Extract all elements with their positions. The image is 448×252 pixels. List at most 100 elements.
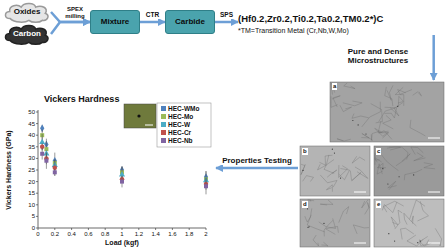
tick-label: 5 [32, 213, 35, 220]
edge-label: CTR [145, 12, 160, 19]
grain-boundary [410, 120, 425, 136]
y-tick [36, 193, 38, 194]
pore [340, 177, 341, 178]
pore [302, 170, 303, 171]
pore [382, 168, 383, 169]
pore [308, 226, 309, 227]
grain-boundary [424, 163, 435, 169]
grain-boundary [326, 226, 339, 234]
x-tick [105, 228, 106, 230]
grain-boundary [362, 102, 381, 127]
x-tick [189, 228, 190, 230]
panel-letter: a [332, 83, 337, 90]
micrograph-panel: Pure and Dense Microstructures [298, 80, 446, 249]
formula-block: (Hf0.2,Zr0.2,Ti0.2,Ta0.2,TM0.2*)C*TM=Tra… [238, 14, 444, 35]
grain-boundary [320, 175, 337, 187]
node-text: Carbon [13, 29, 41, 38]
grain-boundary [324, 220, 333, 236]
grain-boundary [337, 139, 351, 141]
edge-label: SPS [219, 12, 234, 19]
grain-boundary [381, 155, 398, 171]
grain-boundary [375, 158, 382, 162]
tick-label: 0.8 [101, 231, 109, 238]
pore [413, 174, 414, 175]
grain-boundary [383, 115, 394, 128]
grain-boundary [352, 114, 369, 119]
scale-bar [354, 243, 366, 244]
grain-boundary [385, 87, 393, 106]
legend-text: HEC-WMo [168, 105, 199, 112]
grain-boundary [339, 165, 348, 177]
grain-boundary [318, 155, 329, 170]
grain-boundary [362, 200, 369, 208]
legend-swatch [161, 114, 166, 119]
grain-boundary [379, 107, 396, 121]
micrograph [330, 82, 444, 142]
data-point [53, 170, 57, 174]
y-tick [36, 204, 38, 205]
tick-label: 30 [28, 155, 35, 162]
legend-swatch [161, 122, 166, 127]
pore [420, 240, 421, 241]
grain-boundary [340, 105, 352, 111]
y-tick [36, 146, 38, 147]
tick-label: 1.4 [151, 231, 159, 238]
scale-bar [428, 138, 440, 139]
legend-text: HEC-Cr [168, 129, 191, 136]
x-tick [138, 228, 139, 230]
grain-boundary [343, 101, 362, 106]
node-text: Carbide [175, 17, 205, 26]
data-point [39, 139, 45, 144]
y-tick [36, 158, 38, 159]
scale-bar [428, 192, 440, 193]
pore [417, 242, 418, 243]
legend-swatch [161, 106, 166, 111]
tick-label: 45 [28, 120, 35, 127]
tick-label: 0 [36, 231, 39, 238]
micrograph [300, 146, 370, 196]
x-tick [88, 228, 89, 230]
grain-boundary [319, 155, 332, 165]
grain-boundary [398, 96, 403, 106]
grain-boundary [413, 92, 422, 96]
tick-label: 20 [28, 178, 35, 185]
grain-boundary [361, 134, 372, 141]
grain-boundary [353, 225, 369, 234]
x-tick [54, 228, 55, 230]
process-box: Mixture [90, 10, 140, 34]
micrograph [374, 146, 444, 196]
grain-boundary [303, 176, 314, 182]
grain-boundary [414, 153, 426, 161]
flow-arrow [51, 22, 90, 34]
carbon-cloud: Carbon [3, 23, 51, 45]
indent-image [124, 104, 156, 128]
tick-label: 10 [28, 202, 35, 209]
y-tick [36, 123, 38, 124]
y-tick [36, 170, 38, 171]
flow-arrow [432, 35, 435, 80]
data-point [119, 171, 125, 176]
pore [365, 133, 366, 134]
y-tick [36, 112, 38, 113]
grain-boundary [339, 207, 349, 223]
grain-boundary [388, 181, 397, 190]
flow-arrow [216, 167, 298, 170]
flow-arrow [140, 21, 165, 24]
grain-boundary [321, 242, 328, 246]
scale-bar [428, 243, 440, 244]
panel-letter: c [376, 148, 381, 155]
panel-letter: d [302, 201, 308, 208]
grain-boundary [355, 167, 368, 178]
edge-label: Properties Testing [220, 157, 294, 165]
grain-boundary [327, 170, 337, 177]
y-axis [38, 110, 39, 228]
grain-boundary [417, 201, 428, 221]
pore [334, 152, 335, 153]
pore [358, 124, 359, 125]
grain-boundary [331, 96, 338, 107]
tick-label: 0.6 [84, 231, 92, 238]
tick-label: 15 [28, 190, 35, 197]
oxide-cloud: Oxides [3, 1, 51, 23]
pore [352, 120, 353, 121]
